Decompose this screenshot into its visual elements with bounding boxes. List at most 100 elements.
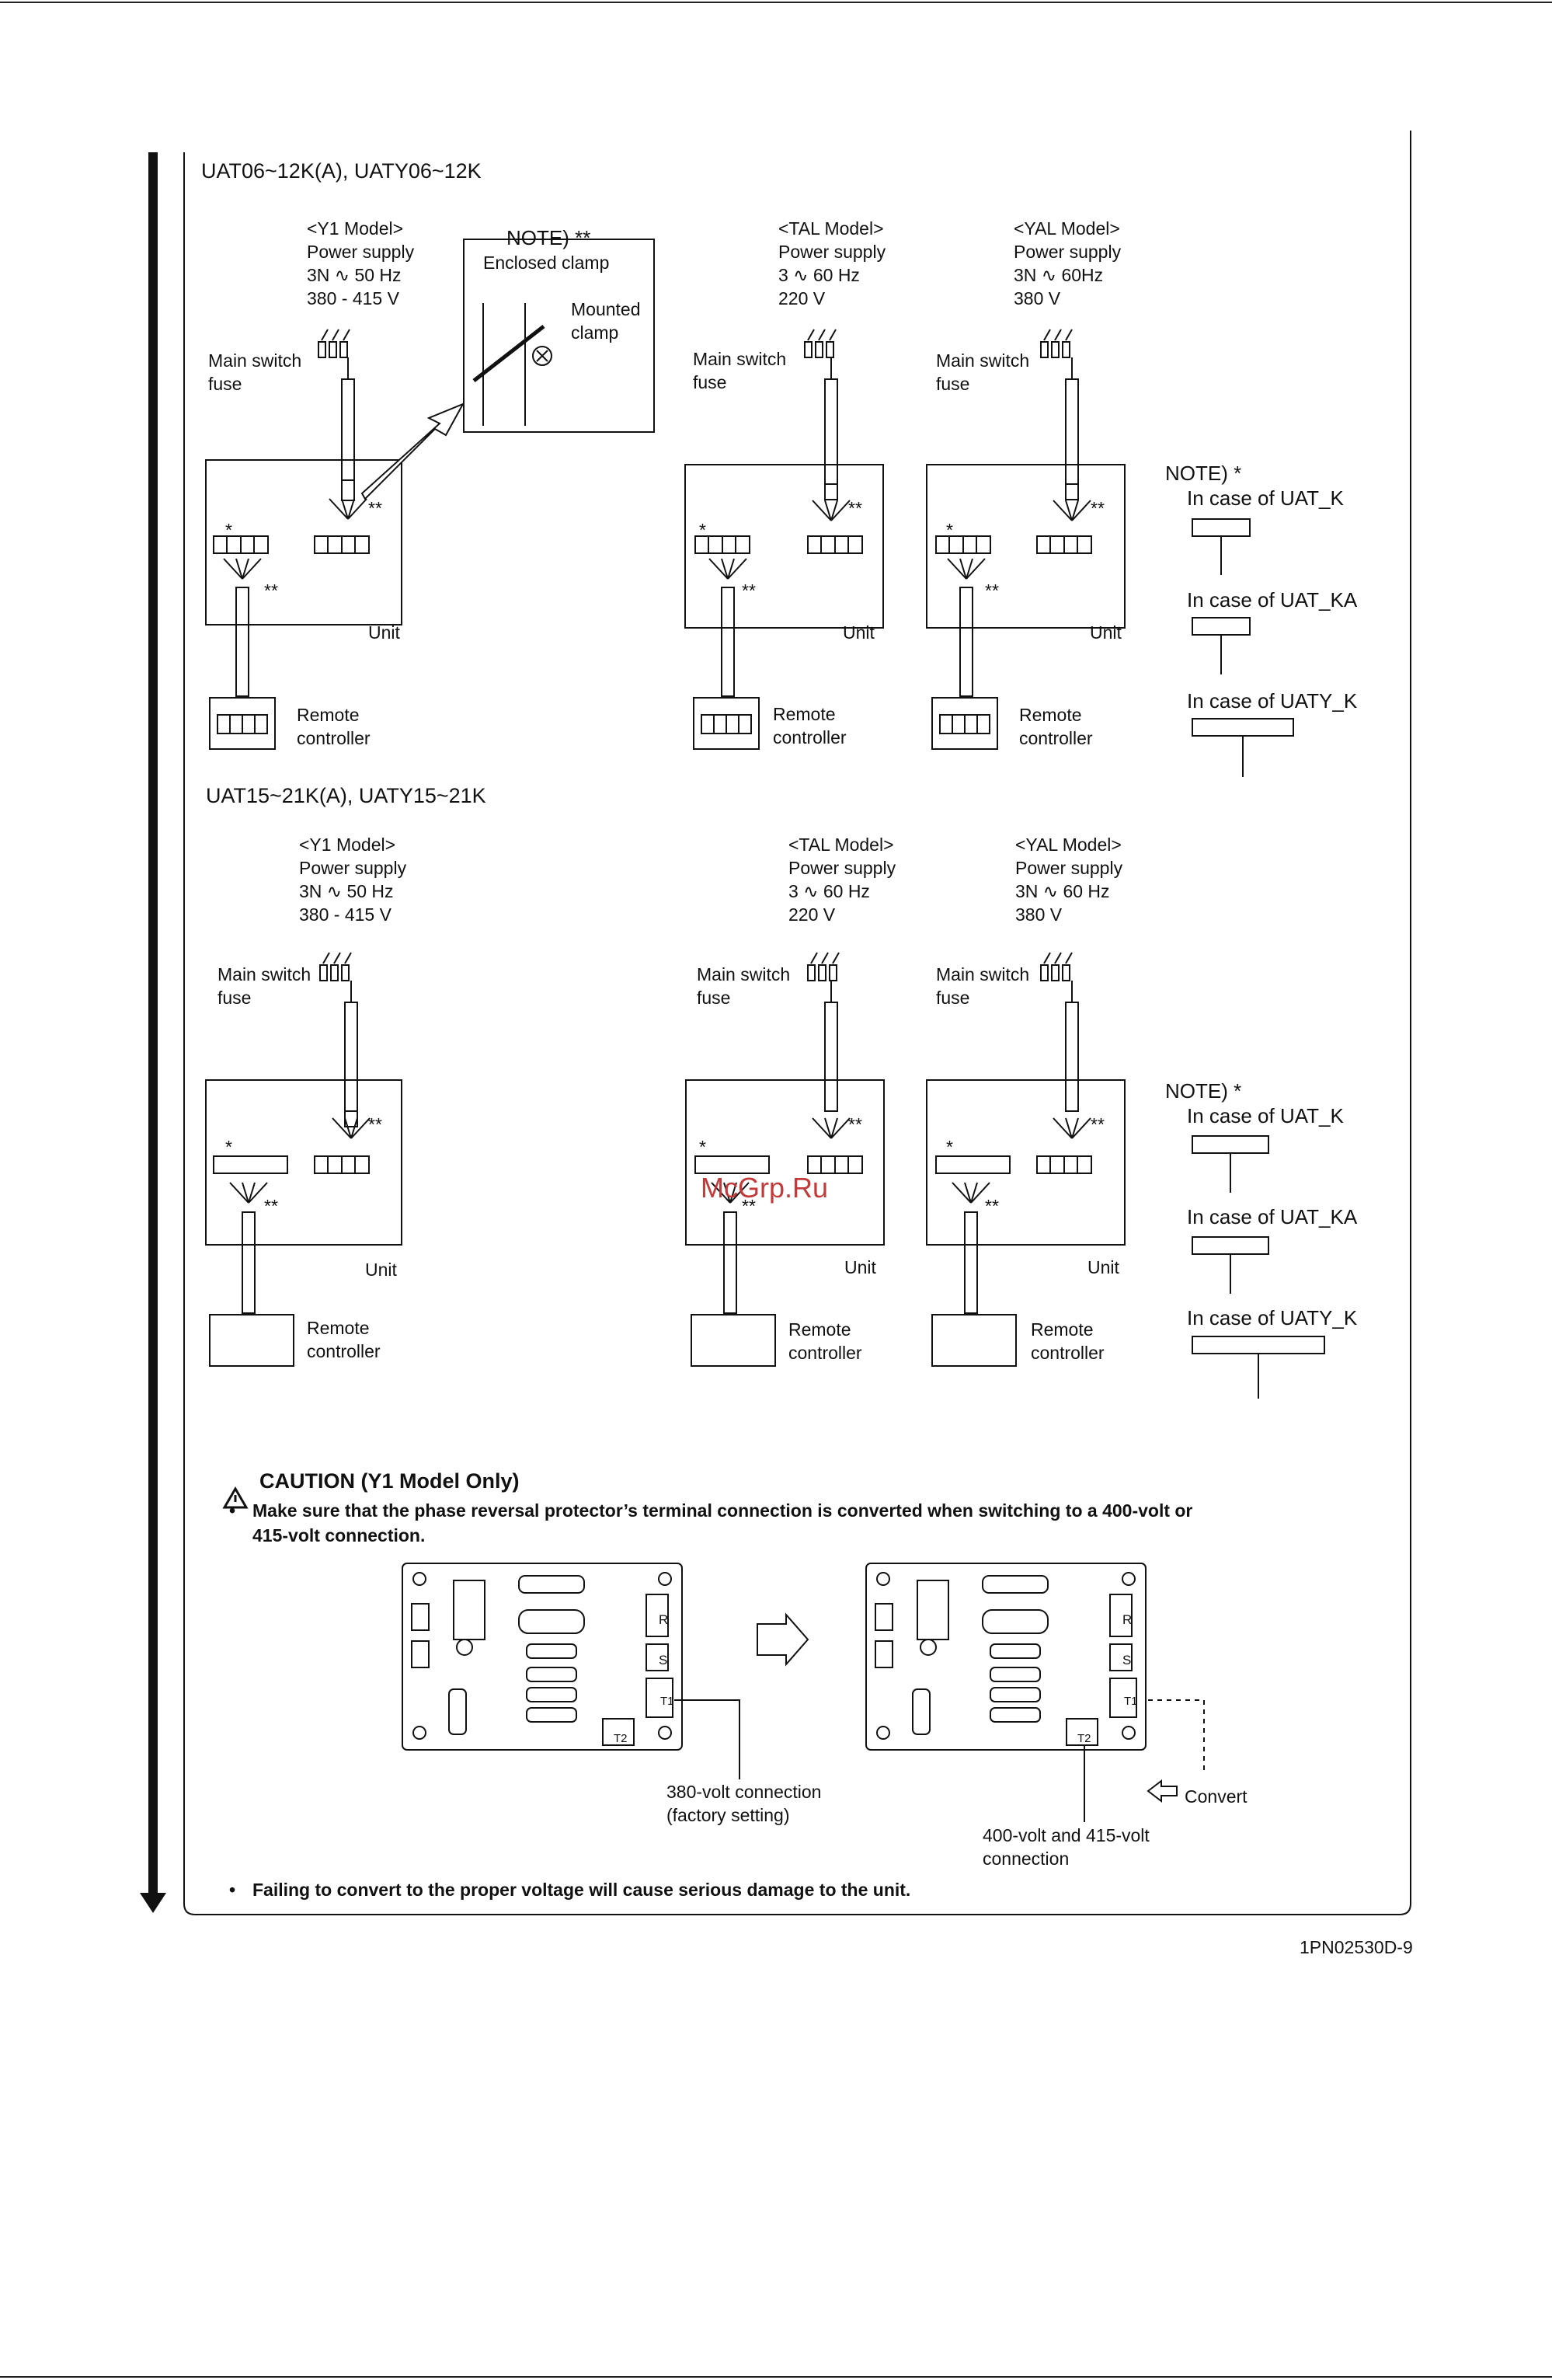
caution-title: CAUTION (Y1 Model Only) bbox=[259, 1469, 520, 1493]
s1-tal-controller: controller bbox=[773, 727, 847, 747]
s2-y1-controller: controller bbox=[307, 1341, 381, 1361]
s1-yal-model: <YAL Model> bbox=[1014, 218, 1120, 239]
s2-yal-remote: Remote bbox=[1031, 1319, 1094, 1340]
s2-yal-supply: Power supply bbox=[1015, 858, 1123, 878]
s2-note-star-symbols bbox=[1192, 1135, 1325, 1399]
s1-yal-wiring bbox=[926, 329, 1126, 750]
s1-tal-star: * bbox=[699, 520, 706, 540]
caution-bullet-1b: 415-volt connection. bbox=[252, 1525, 426, 1545]
s1-tal-phase: 3 ∿ 60 Hz bbox=[778, 265, 860, 285]
s2-case-uat-ka: In case of UAT_KA bbox=[1187, 1205, 1358, 1228]
s2-y1-unit: Unit bbox=[365, 1260, 397, 1280]
s2-y1-dstar-a: ** bbox=[368, 1114, 382, 1134]
s1-yal-remote: Remote bbox=[1019, 705, 1082, 725]
s2-tal-dstar-b: ** bbox=[742, 1196, 756, 1216]
s1-yal-dstar-a: ** bbox=[1091, 498, 1105, 518]
pcb2-t1-label: T1 bbox=[1124, 1695, 1138, 1708]
s1-y1-main-switch: Main switch bbox=[208, 350, 302, 371]
pcb1-s-label: S bbox=[659, 1653, 668, 1667]
s1-y1-voltage: 380 - 415 V bbox=[307, 288, 399, 308]
s1-case-uaty-k: In case of UATY_K bbox=[1187, 689, 1358, 713]
s1-tal-voltage: 220 V bbox=[778, 288, 826, 308]
s1-yal-voltage: 380 V bbox=[1014, 288, 1061, 308]
s2-tal-wiring bbox=[685, 952, 885, 1367]
top-rule bbox=[0, 2, 1552, 3]
caution-bullet-2-mark: • bbox=[229, 1880, 236, 1900]
s2-tal-unit: Unit bbox=[844, 1257, 876, 1277]
s2-yal-dstar-a: ** bbox=[1091, 1114, 1105, 1134]
pcb-before bbox=[402, 1563, 683, 1751]
s1-y1-remote: Remote bbox=[297, 705, 360, 725]
s1-tal-main-switch: Main switch bbox=[693, 349, 787, 369]
s2-case-uaty-k: In case of UATY_K bbox=[1187, 1306, 1358, 1329]
s1-yal-dstar-b: ** bbox=[985, 580, 999, 601]
flow-arrow-head bbox=[140, 1893, 166, 1913]
pcb2-r-label: R bbox=[1122, 1612, 1133, 1627]
s1-tal-supply: Power supply bbox=[778, 242, 886, 262]
pcb1-t2-label: T2 bbox=[614, 1732, 628, 1745]
s1-y1-phase: 3N ∿ 50 Hz bbox=[307, 265, 402, 285]
pcb2-t2-label: T2 bbox=[1077, 1732, 1091, 1745]
s2-y1-fuse: fuse bbox=[217, 988, 252, 1008]
s1-yal-controller: controller bbox=[1019, 728, 1093, 748]
s1-y1-model: <Y1 Model> bbox=[307, 218, 404, 239]
s1-note-star-symbols bbox=[1192, 518, 1294, 777]
s1-tal-dstar-b: ** bbox=[742, 580, 756, 601]
conn-380-label-1: 380-volt connection bbox=[666, 1782, 822, 1802]
s2-tal-star: * bbox=[699, 1137, 706, 1157]
s2-tal-fuse: fuse bbox=[697, 988, 731, 1008]
arrow-right-icon bbox=[757, 1612, 809, 1667]
s1-tal-fuse: fuse bbox=[693, 372, 727, 392]
doc-id: 1PN02530D-9 bbox=[1300, 1937, 1413, 1957]
s1-y1-controller: controller bbox=[297, 728, 371, 748]
s1-tal-dstar-a: ** bbox=[848, 498, 862, 518]
s1-yal-star: * bbox=[946, 520, 953, 540]
enclosed-clamp-label: Enclosed clamp bbox=[483, 253, 610, 273]
caution-bullet-1-mark: • bbox=[229, 1500, 236, 1521]
s1-yal-main-switch: Main switch bbox=[936, 350, 1030, 371]
s1-y1-supply: Power supply bbox=[307, 242, 415, 262]
s2-case-uat-k: In case of UAT_K bbox=[1187, 1104, 1344, 1127]
s2-y1-remote: Remote bbox=[307, 1318, 370, 1338]
content-frame bbox=[183, 131, 1411, 1915]
s2-tal-remote: Remote bbox=[788, 1319, 851, 1340]
s2-yal-wiring bbox=[926, 952, 1126, 1367]
s2-y1-wiring bbox=[205, 952, 402, 1367]
s2-yal-model: <YAL Model> bbox=[1015, 835, 1122, 855]
s1-y1-dstar-a: ** bbox=[368, 498, 382, 518]
s2-yal-main-switch: Main switch bbox=[936, 964, 1030, 984]
section1-title: UAT06~12K(A), UATY06~12K bbox=[201, 159, 482, 183]
s2-tal-dstar-a: ** bbox=[848, 1114, 862, 1134]
s2-y1-phase: 3N ∿ 50 Hz bbox=[299, 881, 394, 901]
pcb1-t1-label: T1 bbox=[660, 1695, 674, 1708]
s2-tal-main-switch: Main switch bbox=[697, 964, 791, 984]
s1-case-uat-k: In case of UAT_K bbox=[1187, 486, 1344, 510]
watermark: McGrp.Ru bbox=[701, 1172, 829, 1204]
s2-yal-star: * bbox=[946, 1137, 953, 1157]
caution-bullet-1a: Make sure that the phase reversal protec… bbox=[252, 1500, 1193, 1521]
s2-yal-phase: 3N ∿ 60 Hz bbox=[1015, 881, 1110, 901]
s2-y1-voltage: 380 - 415 V bbox=[299, 904, 391, 925]
s2-tal-supply: Power supply bbox=[788, 858, 896, 878]
section2-title: UAT15~21K(A), UATY15~21K bbox=[206, 784, 486, 807]
s1-note-star: NOTE) * bbox=[1165, 462, 1242, 485]
s1-y1-wiring bbox=[205, 329, 402, 750]
s2-y1-main-switch: Main switch bbox=[217, 964, 311, 984]
s1-case-uat-ka: In case of UAT_KA bbox=[1187, 588, 1358, 612]
s2-y1-supply: Power supply bbox=[299, 858, 407, 878]
s1-y1-dstar-b: ** bbox=[264, 580, 278, 601]
s2-y1-star: * bbox=[225, 1137, 232, 1157]
mounted-clamp-label-1: Mounted bbox=[571, 299, 641, 319]
s1-yal-unit: Unit bbox=[1090, 622, 1122, 643]
s2-tal-voltage: 220 V bbox=[788, 904, 836, 925]
s2-yal-fuse: fuse bbox=[936, 988, 970, 1008]
s1-tal-remote: Remote bbox=[773, 704, 836, 724]
s2-yal-controller: controller bbox=[1031, 1343, 1105, 1363]
s2-y1-dstar-b: ** bbox=[264, 1196, 278, 1216]
s1-tal-wiring bbox=[684, 329, 884, 750]
conn-400-label-1: 400-volt and 415-volt bbox=[983, 1825, 1150, 1845]
conn-380-label-2: (factory setting) bbox=[666, 1805, 790, 1825]
s2-tal-model: <TAL Model> bbox=[788, 835, 894, 855]
s1-tal-unit: Unit bbox=[843, 622, 875, 643]
bottom-rule bbox=[0, 2376, 1552, 2378]
